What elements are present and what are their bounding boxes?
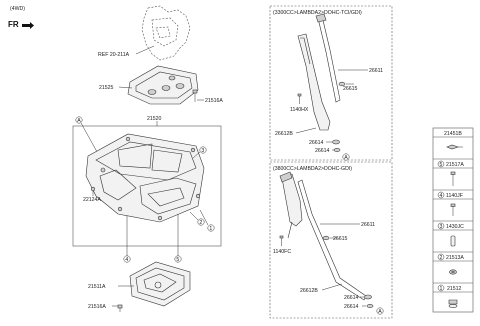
legend-circle-5 <box>437 284 445 292</box>
dipstick-top-callout-circle <box>342 153 350 161</box>
bolt-top <box>192 89 198 102</box>
dipstick-bottom-tube-number: 26612B <box>300 288 318 294</box>
lower-pan-part-number: 21511A <box>88 284 106 290</box>
dipstick-top-bolt <box>297 93 302 104</box>
dipstick-top-gauge <box>297 13 341 131</box>
bolt-icon <box>450 203 456 216</box>
dipstick-bottom-gauge <box>279 171 367 301</box>
dipstick-top-seal-a <box>332 139 340 145</box>
front-direction-label: FR <box>8 20 19 29</box>
callout-2-label: 2 <box>199 220 202 226</box>
dipstick-top-oring-number: 26615 <box>343 86 358 92</box>
baffle-plate <box>127 65 199 105</box>
legend-num-3: 3 <box>440 224 443 230</box>
dipstick-bottom-tube-leader <box>321 283 343 291</box>
callout-5-circle <box>174 255 182 263</box>
dipstick-bottom-callout-circle <box>376 307 384 315</box>
legend-code-2: 1140JF <box>446 193 463 199</box>
dipstick-top-title: (3300CC>LAMBDA2>DOHC-TCI/GDI) <box>273 10 362 16</box>
dipstick-bottom-seal-b <box>366 304 374 308</box>
dipstick-top-tube-number: 26612B <box>275 131 293 137</box>
legend-circle-3 <box>437 222 445 230</box>
engine-block-outline <box>141 5 191 61</box>
legend-code-5: 21512 <box>447 286 462 292</box>
callout-3-label: 3 <box>201 148 204 154</box>
legend-code-0: 21451B <box>444 131 462 137</box>
dipstick-bottom-seal-b-number: 26614 <box>344 304 359 310</box>
legend-circle-4 <box>437 253 445 261</box>
baffle-part-number: 21525 <box>99 85 114 91</box>
bolt-bottom <box>117 304 123 312</box>
callout-4-circle <box>123 255 131 263</box>
dipstick-bottom-box <box>269 161 393 319</box>
dipstick-top-gauge-number: 26611 <box>369 68 383 74</box>
dipstick-top-seal-b-number: 26614 <box>315 148 330 154</box>
drain-plug-part-number: 22124A <box>83 197 101 203</box>
oil-pan-part-number: 21520 <box>147 116 162 122</box>
callout-1-circle <box>207 224 215 232</box>
clip-icon <box>446 144 463 150</box>
legend-table <box>432 127 474 313</box>
dipstick-bottom-seal-a <box>364 294 372 300</box>
stud-icon <box>450 235 456 247</box>
oil-pan-box <box>72 125 222 247</box>
legend-num-2: 4 <box>440 193 443 199</box>
legend-circle-2 <box>437 191 445 199</box>
dipstick-top-oring <box>338 81 346 87</box>
dipstick-bottom-bolt-number: 1140FC <box>273 249 291 255</box>
dipstick-top-tube-leader <box>295 127 317 134</box>
callout-a-label: A <box>77 118 81 124</box>
dipstick-bottom-oring-number: 26615 <box>333 236 348 242</box>
callout-2-circle <box>197 218 205 226</box>
dipstick-bottom-seal-a-number: 26614 <box>344 295 359 301</box>
ref-label: REF 20-211A <box>98 52 130 58</box>
legend-code-4: 21513A <box>446 255 464 261</box>
dipstick-bottom-callout-label: A <box>378 309 382 315</box>
legend-code-1: 21517A <box>446 162 464 168</box>
callout-2-leader <box>189 211 199 221</box>
long-bolt-icon <box>450 171 456 186</box>
dipstick-bottom-bolt <box>279 235 284 246</box>
dipstick-top-bolt-number: 1140HX <box>290 107 309 113</box>
upper-oil-pan <box>85 133 205 223</box>
callout-5-label: 5 <box>176 257 179 263</box>
bolt-top-part-number: 21516A <box>205 98 223 104</box>
legend-code-3: 1430JC <box>446 224 464 230</box>
lower-oil-pan <box>129 261 191 307</box>
dipstick-bottom-gauge-number: 26611 <box>361 222 375 228</box>
variant-label: (4WD) <box>10 6 25 12</box>
callout-4-label: 4 <box>125 257 128 263</box>
dipstick-top-seal-a-number: 26614 <box>309 140 324 146</box>
dipstick-bottom-title: (3800CC>LAMBDA2>DOHC-GDI) <box>273 166 352 172</box>
legend-num-4: 2 <box>440 255 443 261</box>
washer-icon <box>449 269 457 275</box>
legend-circle-1 <box>437 160 445 168</box>
ref-leader-line <box>135 45 155 55</box>
callout-1-leader <box>199 209 209 226</box>
drain-plug-part <box>90 186 96 192</box>
dipstick-bottom-oring <box>322 235 330 241</box>
callout-3-circle <box>199 146 207 154</box>
callout-a-circle <box>75 116 83 124</box>
dipstick-top-seal-b <box>333 148 341 152</box>
front-arrow-icon <box>22 22 34 29</box>
dipstick-top-box <box>269 5 393 161</box>
legend-num-5: 1 <box>440 286 443 292</box>
legend-num-1: 5 <box>440 162 443 168</box>
callout-3-leader <box>192 151 201 159</box>
dipstick-top-callout-label: A <box>344 155 348 161</box>
callout-1-label: 1 <box>209 226 212 232</box>
bolt-bottom-part-number: 21516A <box>88 304 106 310</box>
baffle-leader-line <box>118 86 133 89</box>
drain-plug-icon <box>448 299 458 308</box>
